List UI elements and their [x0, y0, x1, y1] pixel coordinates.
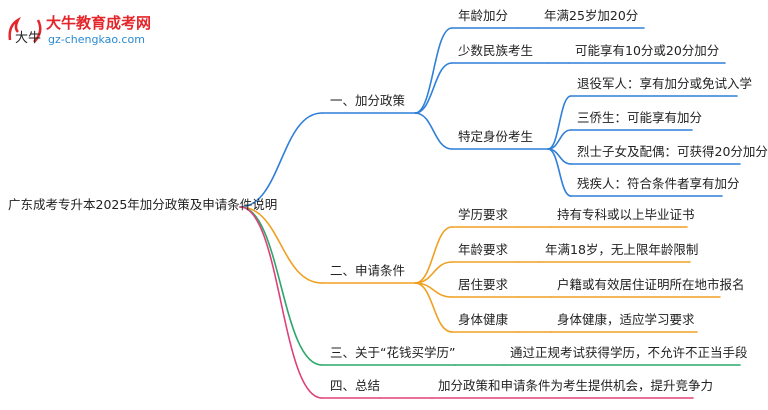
branch-node-1: 一、加分政策	[330, 93, 406, 108]
subtopic-node: 身体健康	[458, 312, 509, 327]
leaf-node: 身体健康，适应学习要求	[557, 312, 695, 327]
logo-url: gz-chengkao.com	[48, 33, 145, 46]
leaf-node: 户籍或有效居住证明所在地市报名	[557, 277, 745, 292]
leaf-node: 通过正规考试获得学历，不允许不正当手段	[510, 345, 748, 360]
branch-node-4: 四、总结	[330, 378, 381, 393]
subtopic-node: 学历要求	[458, 207, 509, 222]
leaf-connector	[547, 148, 572, 197]
leaf-node: 可能享有10分或20分加分	[575, 43, 720, 58]
subtopic-connector	[414, 282, 453, 333]
subtopic-connector	[414, 27, 453, 114]
subtopic-node: 特定身份考生	[458, 129, 534, 144]
leaf-node: 残疾人：符合条件者享有加分	[577, 176, 740, 191]
subtopic-node: 年龄要求	[458, 242, 509, 257]
leaf-node: 退役军人：享有加分或免试入学	[577, 76, 753, 91]
leaf-node: 持有专科或以上毕业证书	[557, 207, 695, 222]
logo-title: 大牛教育成考网	[46, 14, 152, 32]
subtopic-node: 居住要求	[458, 277, 509, 292]
leaf-node: 加分政策和申请条件为考生提供机会，提升竞争力	[438, 378, 714, 393]
leaf-connector	[547, 129, 572, 150]
subtopic-connector	[414, 112, 453, 150]
subtopic-connector	[414, 62, 453, 114]
root-node: 广东成考专升本2025年加分政策及申请条件说明	[8, 197, 278, 212]
branch-connector-4	[239, 206, 323, 399]
mindmap-canvas	[239, 27, 741, 399]
bull-logo-icon: 大牛	[8, 16, 42, 46]
branch-connector-1	[239, 112, 323, 208]
site-logo: 大牛 大牛教育成考网 gz-chengkao.com	[4, 12, 204, 52]
subtopic-connector	[414, 261, 453, 284]
branch-node-2: 二、申请条件	[330, 263, 406, 278]
leaf-node: 年满18岁，无上限年龄限制	[545, 242, 699, 257]
subtopic-connector	[414, 226, 453, 284]
leaf-connector	[547, 95, 572, 150]
leaf-node: 烈士子女及配偶：可获得20分加分	[577, 144, 768, 159]
branch-node-3: 三、关于“花钱买学历”	[330, 345, 456, 360]
leaf-node: 年满25岁加20分	[544, 8, 639, 23]
logo-mark-text: 大牛	[15, 31, 41, 46]
branch-connector-2	[239, 206, 323, 284]
leaf-node: 三侨生：可能享有加分	[577, 110, 703, 125]
branch-connector-3	[239, 206, 323, 366]
subtopic-node: 少数民族考生	[458, 43, 534, 58]
subtopic-node: 年龄加分	[458, 8, 509, 23]
